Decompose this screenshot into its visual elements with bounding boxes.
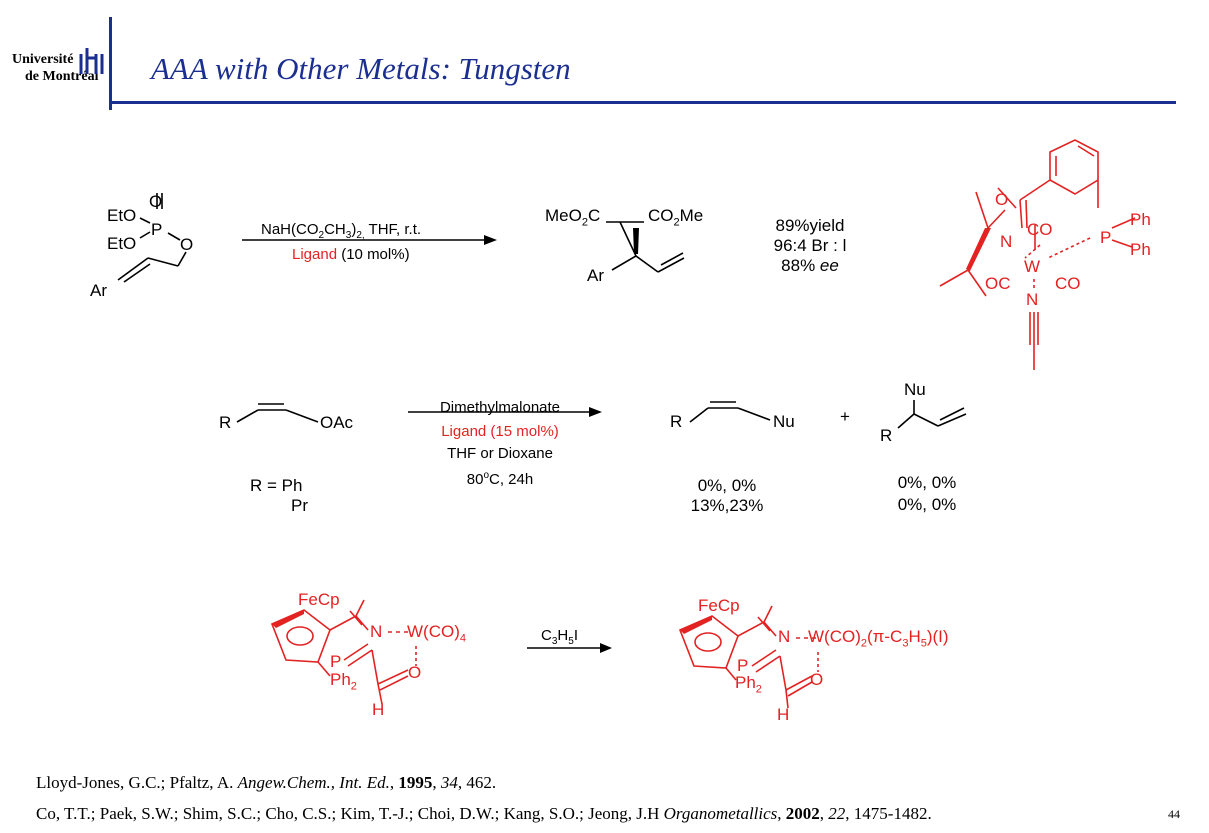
ligand-phosphorus: P bbox=[1100, 228, 1112, 247]
right-complex-w: W(CO)2(π-C3H5)(I) bbox=[808, 627, 949, 650]
plus-sign: + bbox=[840, 407, 850, 426]
left-complex-p: P bbox=[330, 652, 342, 671]
left-complex-o: O bbox=[408, 663, 422, 682]
header-vertical-rule bbox=[109, 17, 112, 110]
result-yield: 89%yield bbox=[775, 216, 845, 235]
ligand-co-right: CO bbox=[1055, 274, 1081, 293]
r-group-values: R = Ph bbox=[250, 476, 303, 495]
ethoxy-label-2: EtO bbox=[107, 234, 137, 253]
right-complex-fecp: FeCp bbox=[698, 596, 740, 615]
left-complex-fecp: FeCp bbox=[298, 590, 340, 609]
branched-product-nu: Nu bbox=[904, 380, 926, 399]
ligand-label: Ligand bbox=[292, 246, 338, 263]
scheme2-conditions-ligand: Ligand (15 mol%) bbox=[441, 423, 559, 440]
ester-oxygen-label: O bbox=[180, 235, 194, 254]
scheme1-conditions-reagent: NaH(CO2CH3)2, THF, r.t. bbox=[261, 221, 422, 241]
ligand-loading: (10 mol%) bbox=[341, 246, 410, 263]
scheme1-conditions-ligand: Ligand (10 mol%) bbox=[292, 245, 410, 265]
phosphate-oxo-label: O bbox=[149, 192, 163, 211]
ligand-oxazoline-o: O bbox=[995, 190, 1009, 209]
substrate-aryl-label: Ar bbox=[90, 281, 107, 300]
right-complex-h: H bbox=[777, 705, 790, 724]
result-ee: 88% ee bbox=[781, 256, 839, 275]
r-group-value-2: Pr bbox=[291, 496, 308, 515]
scheme2-conditions-solvent: THF or Dioxane bbox=[447, 445, 553, 462]
right-complex-ph2: Ph2 bbox=[735, 673, 762, 696]
ligand-n: N bbox=[1000, 232, 1013, 251]
linear-product-r: R bbox=[670, 412, 683, 431]
logo-university-line1: Université bbox=[12, 52, 74, 67]
right-complex-o: O bbox=[810, 670, 824, 689]
product-ester-left: MeO2C bbox=[545, 206, 601, 229]
page-number: 44 bbox=[1168, 807, 1180, 821]
branched-product-r: R bbox=[880, 426, 893, 445]
ligand-nitrile-n: N bbox=[1026, 290, 1039, 309]
left-complex-n: N bbox=[370, 622, 383, 641]
ligand-ph-2: Ph bbox=[1130, 240, 1151, 259]
university-logo-icon bbox=[79, 48, 104, 74]
ligand-ph-1: Ph bbox=[1130, 210, 1151, 229]
ethoxy-label-1: EtO bbox=[107, 206, 137, 225]
linear-yield-ph: 0%, 0% bbox=[697, 476, 757, 495]
reference-2: Co, T.T.; Paek, S.W.; Shim, S.C.; Cho, C… bbox=[36, 804, 932, 823]
linear-product-nu: Nu bbox=[773, 412, 795, 431]
scheme2-conditions-1: Dimethylmalonate bbox=[439, 399, 561, 416]
right-complex-n: N bbox=[778, 627, 791, 646]
branched-yield-ph: 0%, 0% bbox=[897, 473, 957, 492]
reference-1: Lloyd-Jones, G.C.; Pfaltz, A. Angew.Chem… bbox=[36, 773, 497, 792]
ligand-co-top: CO bbox=[1027, 220, 1053, 239]
phosphorus-label: P bbox=[151, 220, 163, 239]
left-complex-w: W(CO)4 bbox=[407, 622, 466, 645]
product-ester-right: CO2Me bbox=[648, 206, 704, 229]
ligand-oc-left: OC bbox=[985, 274, 1011, 293]
scheme3-reagent: C3H5I bbox=[541, 627, 578, 647]
scheme2-conditions-temp: 80oC, 24h bbox=[466, 470, 534, 488]
ligand-tungsten: W bbox=[1024, 257, 1041, 276]
result-regio-ratio: 96:4 Br : l bbox=[773, 236, 847, 255]
product-aryl-label: Ar bbox=[587, 266, 604, 285]
right-complex-p: P bbox=[737, 656, 749, 675]
scheme2-substrate-r: R bbox=[219, 413, 232, 432]
scheme2-substrate-oac: OAc bbox=[320, 413, 354, 432]
page-title: AAA with Other Metals: Tungsten bbox=[151, 51, 571, 86]
linear-yield-pr: 13%,23% bbox=[690, 496, 764, 515]
left-complex-ph2: Ph2 bbox=[330, 670, 357, 693]
header-horizontal-rule bbox=[109, 101, 1176, 104]
branched-yield-pr: 0%, 0% bbox=[897, 495, 957, 514]
left-complex-h: H bbox=[372, 700, 385, 719]
